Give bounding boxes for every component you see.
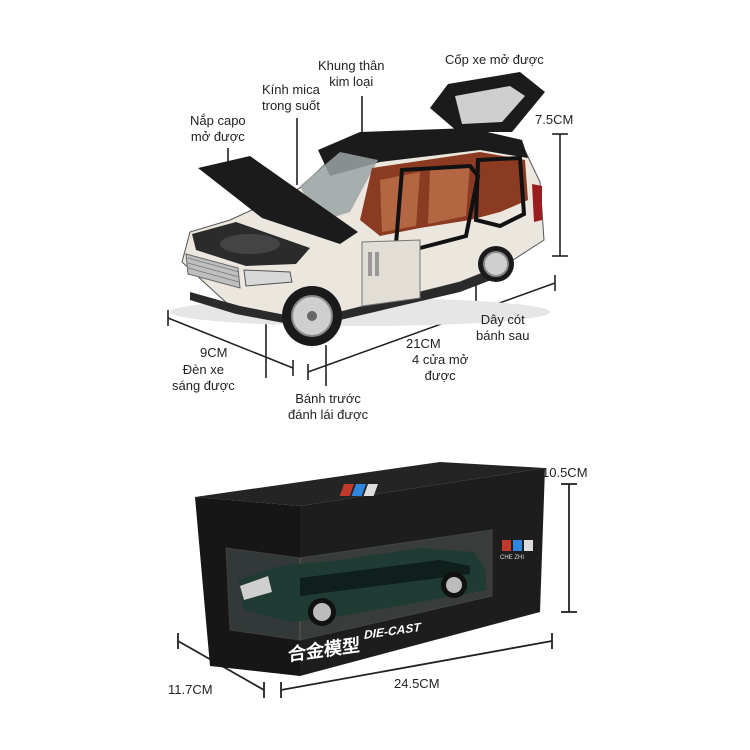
front-wheel-label: Bánh trước đánh lái được — [288, 391, 368, 423]
lights-label-line-1: Đèn xe — [182, 362, 224, 377]
body-label-line-1: Khung thân — [318, 58, 385, 73]
doors-label-line-1: 4 cửa mở — [412, 352, 469, 367]
box-brand: CHE ZHI — [500, 555, 524, 561]
height-label: 7.5CM — [535, 112, 574, 127]
hood-label-line-2: mở được — [190, 129, 245, 144]
glass-label-line-1: Kính mica — [262, 82, 320, 97]
body-label: Khung thân kim loại — [318, 58, 385, 90]
box-depth-label: 11.7CM — [168, 682, 213, 697]
body-label-line-2: kim loại — [329, 74, 374, 89]
front-wheel-label-line-1: Bánh trước — [295, 391, 361, 406]
front-wheel-label-line-2: đánh lái được — [288, 407, 369, 422]
trunk-label: Cốp xe mở được — [445, 52, 544, 67]
doors-label: 4 cửa mở được — [412, 352, 468, 384]
lights-label: Đèn xe sáng được — [172, 362, 235, 394]
box-length-label: 24.5CM — [394, 676, 440, 691]
width-label: 9CM — [200, 345, 228, 360]
length-label: 21CM — [406, 336, 441, 351]
lights-label-line-2: sáng được — [172, 378, 235, 393]
rear-wheel-label: Dây cót bánh sau — [476, 312, 530, 344]
retail-box — [195, 462, 545, 676]
hood-label: Nắp capo mở được — [190, 113, 246, 145]
hood-label-line-1: Nắp capo — [190, 113, 246, 128]
rear-wheel-label-line-1: Dây cót — [480, 312, 525, 327]
rear-wheel-label-line-2: bánh sau — [476, 328, 530, 343]
car-model — [170, 72, 550, 346]
glass-label: Kính mica trong suốt — [262, 82, 320, 114]
box-height-label: 10.5CM — [542, 465, 588, 480]
doors-label-line-2: được — [424, 368, 456, 383]
glass-label-line-2: trong suốt — [262, 98, 320, 113]
